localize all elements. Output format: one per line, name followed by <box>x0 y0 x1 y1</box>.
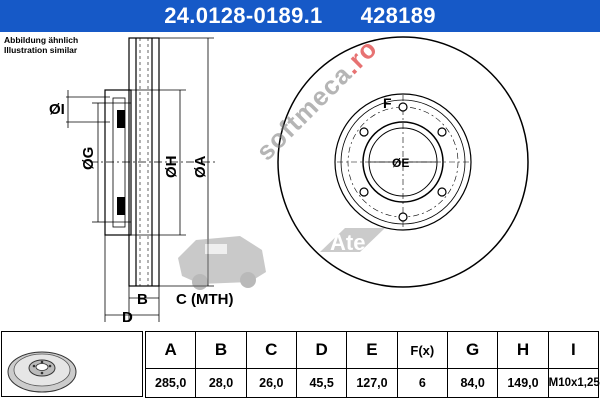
spec-table: A B C D E F(x) G H I 285,0 28,0 26,0 45,… <box>144 331 600 398</box>
technical-drawing: ØI ØG ØH ØA B C (MTH) D F ØE Ate <box>49 36 529 326</box>
label-b: B <box>137 291 148 308</box>
col-f-value: 6 <box>396 368 448 398</box>
disc-cross-section <box>90 37 215 287</box>
label-f: F <box>383 95 392 111</box>
header-bar: 24.0128-0189.1 428189 <box>0 0 600 32</box>
illustration-note: Abbildung ähnlich Illustration similar <box>4 35 78 55</box>
thumbnail-box <box>1 331 143 397</box>
col-a-header: A <box>144 331 197 369</box>
col-b-header: B <box>195 331 247 369</box>
car-watermark-icon <box>178 236 266 290</box>
label-d: D <box>122 309 133 326</box>
col-f-header: F(x) <box>396 331 448 369</box>
part-number: 24.0128-0189.1 <box>164 3 323 28</box>
col-d-value: 45,5 <box>295 368 348 398</box>
spec-header-row: A B C D E F(x) G H I <box>144 331 600 369</box>
label-dia-e: ØE <box>392 156 409 170</box>
label-dia-h: ØH <box>163 156 180 179</box>
col-i-header: I <box>547 331 600 369</box>
col-a-value: 285,0 <box>144 368 197 398</box>
col-c-header: C <box>245 331 297 369</box>
col-h-value: 149,0 <box>497 368 549 398</box>
col-h-header: H <box>497 331 549 369</box>
col-i-value: M10x1,25 <box>547 368 600 398</box>
col-g-value: 84,0 <box>446 368 499 398</box>
ate-logo-icon: Ate <box>320 228 385 255</box>
note-line-en: Illustration similar <box>4 45 78 55</box>
label-dia-i: ØI <box>49 101 65 118</box>
col-b-value: 28,0 <box>195 368 247 398</box>
label-dia-g: ØG <box>80 147 97 170</box>
col-g-header: G <box>446 331 499 369</box>
col-e-value: 127,0 <box>346 368 398 398</box>
short-number: 428189 <box>360 3 436 28</box>
label-dia-a: ØA <box>192 155 209 178</box>
spec-value-row: 285,0 28,0 26,0 45,5 127,0 6 84,0 149,0 … <box>144 368 600 398</box>
brake-disc-thumbnail-icon <box>7 351 77 393</box>
bolt-holes <box>359 102 447 222</box>
col-d-header: D <box>295 331 348 369</box>
dimension-lines <box>66 37 214 322</box>
col-c-value: 26,0 <box>245 368 297 398</box>
note-line-de: Abbildung ähnlich <box>4 35 79 45</box>
svg-text:Ate: Ate <box>330 230 365 255</box>
label-c-mth: C (MTH) <box>176 291 233 308</box>
disc-front-view <box>277 36 529 288</box>
col-e-header: E <box>346 331 398 369</box>
